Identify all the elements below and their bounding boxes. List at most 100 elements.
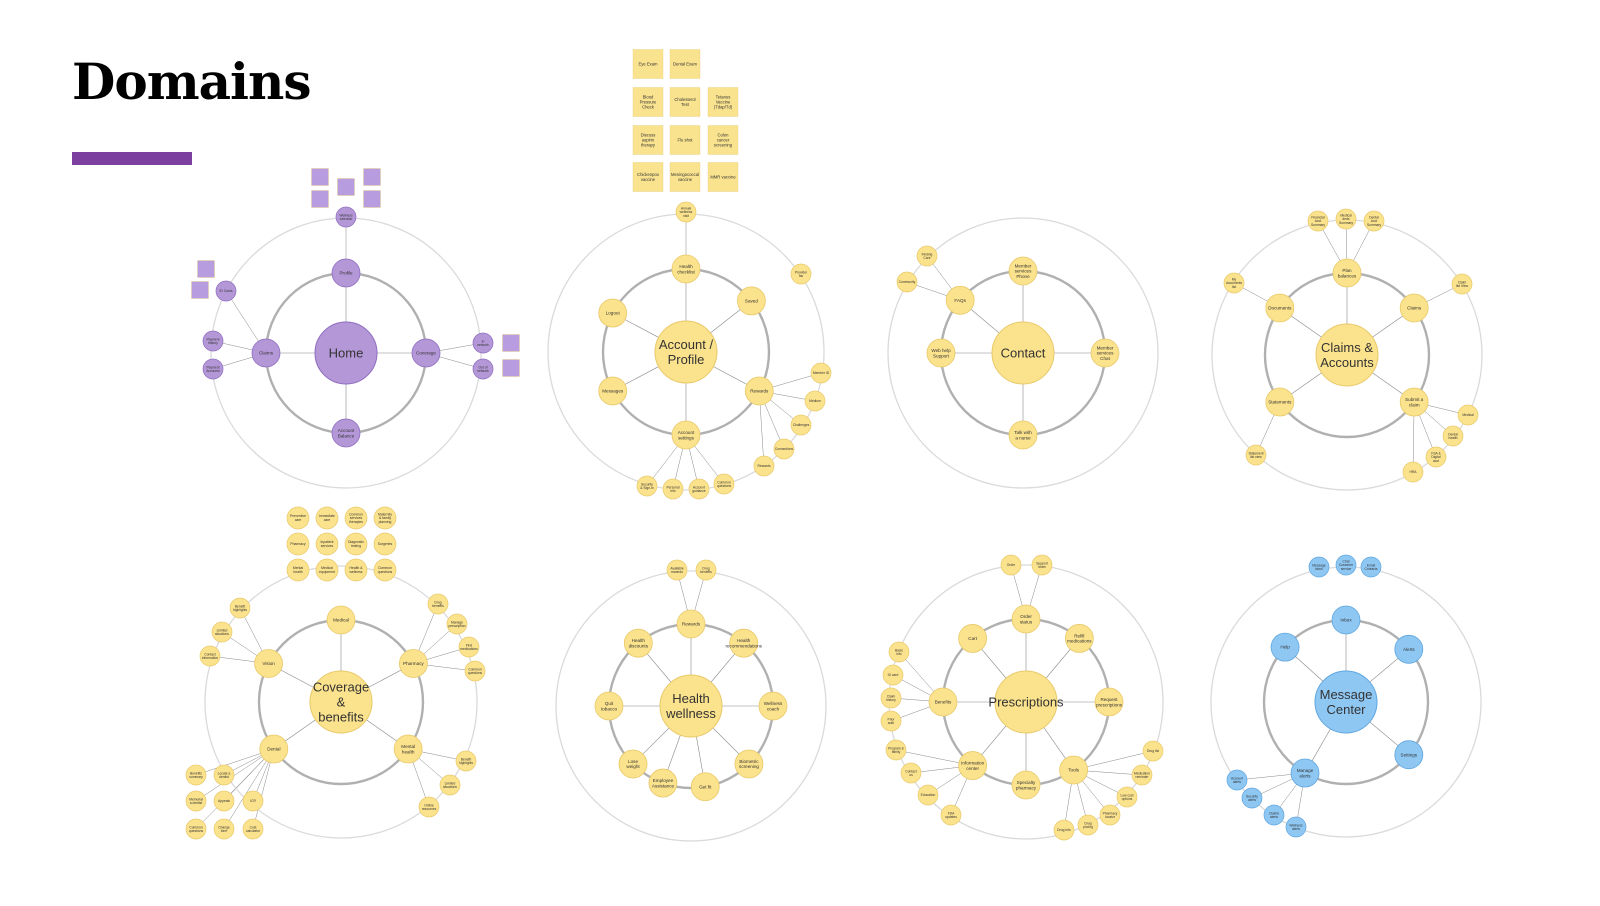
outer-node bbox=[242, 790, 264, 812]
inner-node bbox=[331, 258, 361, 288]
sticky-note bbox=[337, 178, 355, 196]
outer-node bbox=[1285, 816, 1307, 838]
inner-node bbox=[618, 749, 648, 779]
outer-node-label: Education bbox=[921, 793, 936, 797]
outer-node bbox=[202, 330, 224, 352]
outer-node bbox=[790, 263, 812, 285]
page-title: Domains bbox=[72, 52, 312, 111]
note-node bbox=[344, 558, 368, 582]
inner-node-label: Profile bbox=[339, 271, 352, 276]
sticky-note bbox=[669, 162, 701, 192]
outer-node-label: HRA bbox=[1410, 470, 1418, 474]
outer-node bbox=[1031, 554, 1053, 576]
inner-node bbox=[671, 254, 701, 284]
outer-node bbox=[917, 784, 939, 806]
sticky-note-label: Eye Exam bbox=[638, 62, 658, 67]
outer-node bbox=[1363, 210, 1385, 232]
edge bbox=[195, 748, 275, 830]
sticky-note bbox=[632, 125, 664, 155]
inner-node bbox=[1331, 605, 1361, 635]
sticky-note bbox=[311, 168, 329, 186]
outer-node bbox=[1245, 444, 1267, 466]
outer-node bbox=[1077, 814, 1099, 836]
inner-node bbox=[598, 298, 628, 328]
outer-node-label: Member ID bbox=[813, 371, 830, 375]
outer-node bbox=[427, 593, 449, 615]
outer-node bbox=[666, 559, 688, 581]
outer-node-label: Medium bbox=[809, 399, 821, 403]
outer-node bbox=[213, 790, 235, 812]
outer-node bbox=[1335, 554, 1357, 576]
outer-node bbox=[1000, 554, 1022, 576]
inner-node-label: FAQs bbox=[954, 298, 966, 303]
inner-node bbox=[958, 624, 988, 653]
sticky-note bbox=[707, 125, 739, 155]
inner-node bbox=[623, 628, 653, 658]
inner-node bbox=[676, 609, 706, 639]
sticky-note bbox=[707, 162, 739, 192]
inner-node bbox=[758, 691, 788, 721]
outer-node bbox=[185, 818, 207, 840]
inner-node bbox=[1332, 258, 1362, 288]
outer-node bbox=[753, 455, 775, 477]
outer-node bbox=[213, 818, 235, 840]
outer-node bbox=[1335, 208, 1357, 230]
inner-node bbox=[1011, 770, 1041, 800]
outer-node bbox=[790, 414, 812, 436]
outer-node bbox=[185, 764, 207, 786]
outer-node bbox=[916, 245, 938, 267]
outer-node bbox=[439, 774, 461, 796]
inner-node bbox=[1399, 387, 1429, 417]
sticky-note bbox=[311, 190, 329, 208]
inner-node bbox=[326, 605, 356, 635]
center-node bbox=[314, 321, 378, 385]
outer-node-label: Medical bbox=[1462, 413, 1474, 417]
outer-ring bbox=[204, 565, 478, 839]
inner-node-label: Messages bbox=[602, 389, 624, 394]
center-node bbox=[654, 320, 718, 384]
outer-node bbox=[1142, 740, 1164, 762]
outer-node bbox=[695, 559, 717, 581]
inner-node-label: Claims bbox=[1407, 306, 1422, 311]
outer-node bbox=[880, 687, 902, 709]
inner-node bbox=[1394, 634, 1424, 664]
sticky-note bbox=[502, 334, 520, 352]
center-node bbox=[1314, 670, 1378, 734]
outer-node bbox=[458, 636, 480, 658]
inner-node bbox=[690, 772, 720, 802]
outer-node bbox=[1099, 804, 1121, 826]
inner-node bbox=[1399, 293, 1429, 323]
outer-node-label: Community bbox=[899, 280, 916, 284]
inner-node-label: Claims bbox=[259, 351, 274, 356]
